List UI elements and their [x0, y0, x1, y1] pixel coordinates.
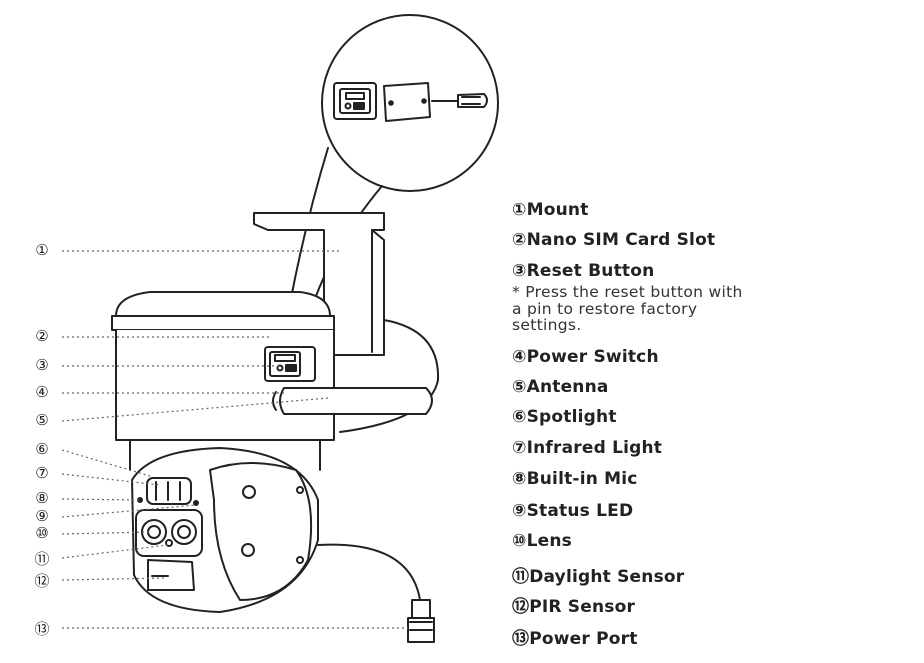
- legend-item: ③Reset Button: [512, 261, 655, 281]
- legend-item: ⑦Infrared Light: [512, 438, 663, 458]
- callout-7: ⑦: [35, 464, 49, 482]
- callout-13: ⑬: [34, 620, 50, 638]
- callout-1: ①: [35, 241, 49, 259]
- callout-3: ③: [35, 356, 49, 374]
- legend-item: ⑪Daylight Sensor: [512, 567, 685, 587]
- callout-12: ⑫: [34, 572, 50, 590]
- zoom-circle: [321, 14, 499, 192]
- callout-11: ⑪: [34, 550, 50, 568]
- legend-item: ⑥Spotlight: [512, 407, 617, 427]
- callout-8: ⑧: [35, 489, 49, 507]
- callout-6: ⑥: [35, 440, 49, 458]
- legend-item: ⑬Power Port: [512, 629, 638, 649]
- legend-item: ⑤Antenna: [512, 377, 609, 397]
- pir-sensor: [147, 559, 195, 591]
- legend-item: ①Mount: [512, 200, 589, 220]
- mount: [253, 212, 385, 356]
- legend-item: ⑧Built-in Mic: [512, 469, 638, 489]
- callout-2: ②: [35, 327, 49, 345]
- callout-5: ⑤: [35, 411, 49, 429]
- legend-item: ⑩Lens: [512, 531, 572, 551]
- lens-right: [171, 519, 197, 545]
- power-cable: [317, 543, 421, 601]
- callout-9: ⑨: [35, 507, 49, 525]
- reset-note: * Press the reset button with a pin to r…: [512, 283, 743, 334]
- callout-4: ④: [35, 383, 49, 401]
- legend-item: ④Power Switch: [512, 347, 659, 367]
- legend-item: ②Nano SIM Card Slot: [512, 230, 716, 250]
- antenna: [279, 387, 433, 415]
- legend-item: ⑨Status LED: [512, 501, 634, 521]
- legend-item: ⑫PIR Sensor: [512, 597, 636, 617]
- callout-10: ⑩: [35, 524, 49, 542]
